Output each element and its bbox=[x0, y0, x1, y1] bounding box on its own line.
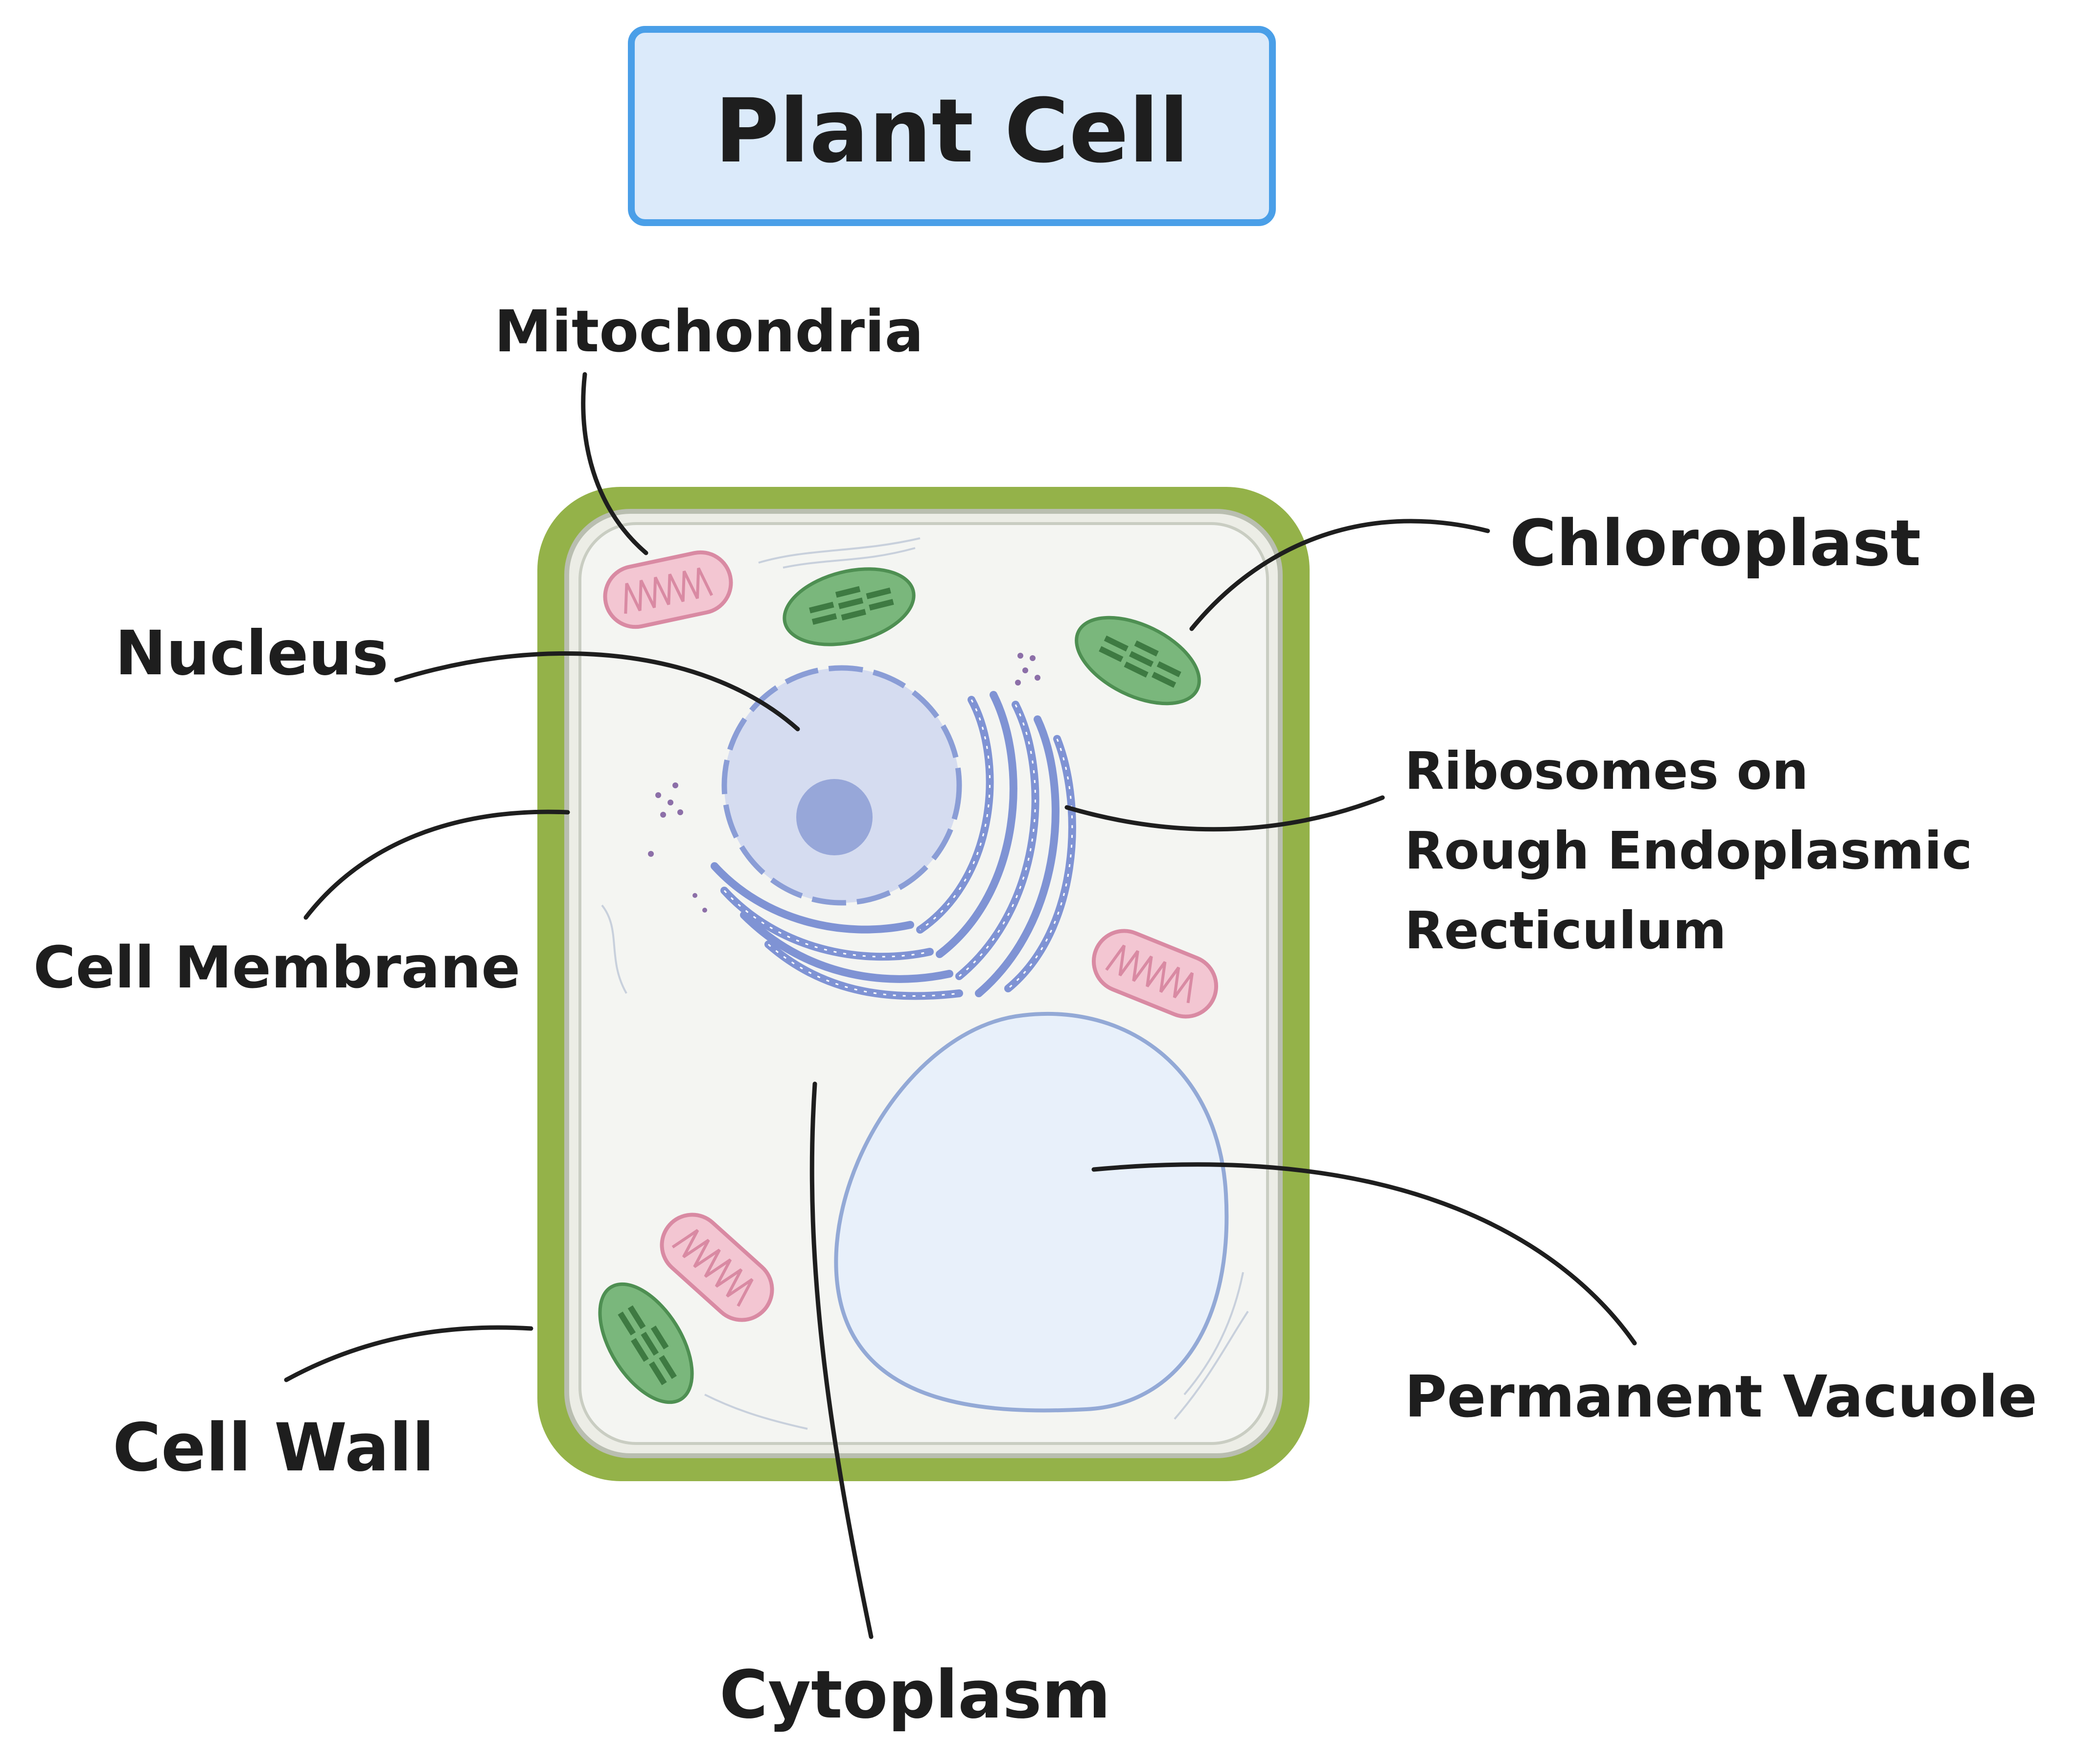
title-box: Plant Cell bbox=[628, 26, 1276, 226]
arrow-cell-membrane bbox=[303, 809, 570, 920]
chloroplast-right bbox=[1075, 616, 1201, 706]
label-chloroplast: Chloroplast bbox=[1510, 506, 1921, 580]
nucleus bbox=[721, 665, 962, 906]
nucleolus bbox=[796, 779, 873, 855]
label-ribosomes-line2: Rough Endoplasmic bbox=[1405, 821, 1972, 881]
arrow-cell-wall bbox=[284, 1325, 533, 1382]
label-permanent-vacuole: Permanent Vacuole bbox=[1405, 1363, 2037, 1430]
label-nucleus: Nucleus bbox=[115, 618, 389, 689]
arrow-chloroplast bbox=[1189, 519, 1490, 631]
label-cell-membrane: Cell Membrane bbox=[33, 934, 520, 1001]
mitochondrion-right bbox=[1091, 929, 1219, 1019]
permanent-vacuole bbox=[834, 1011, 1229, 1413]
chloroplast-top bbox=[783, 567, 916, 646]
label-cell-wall: Cell Wall bbox=[113, 1409, 435, 1486]
mitochondrion-top-left bbox=[603, 550, 733, 629]
label-ribosomes-line1: Ribosomes on bbox=[1405, 741, 1808, 801]
free-ribosomes bbox=[648, 653, 1040, 913]
arrow-cytoplasm bbox=[809, 1081, 874, 1639]
label-ribosomes-line3: Recticulum bbox=[1405, 901, 1727, 961]
label-mitochondria: Mitochondria bbox=[494, 298, 923, 365]
arrow-ribosomes bbox=[1064, 795, 1385, 832]
ribosome-dots bbox=[723, 699, 1073, 997]
label-cytoplasm: Cytoplasm bbox=[719, 1656, 1110, 1733]
mitochondrion-bottom-left bbox=[660, 1213, 774, 1322]
page-title: Plant Cell bbox=[715, 80, 1189, 183]
chloroplast-bottom bbox=[598, 1282, 694, 1404]
arrow-mitochondria bbox=[581, 372, 648, 555]
arrow-nucleus bbox=[394, 651, 800, 732]
arrow-permanent-vacuole bbox=[1091, 1162, 1637, 1346]
cytoskeleton-fibres bbox=[601, 537, 1249, 1430]
annotation-arrows bbox=[284, 372, 1637, 1639]
